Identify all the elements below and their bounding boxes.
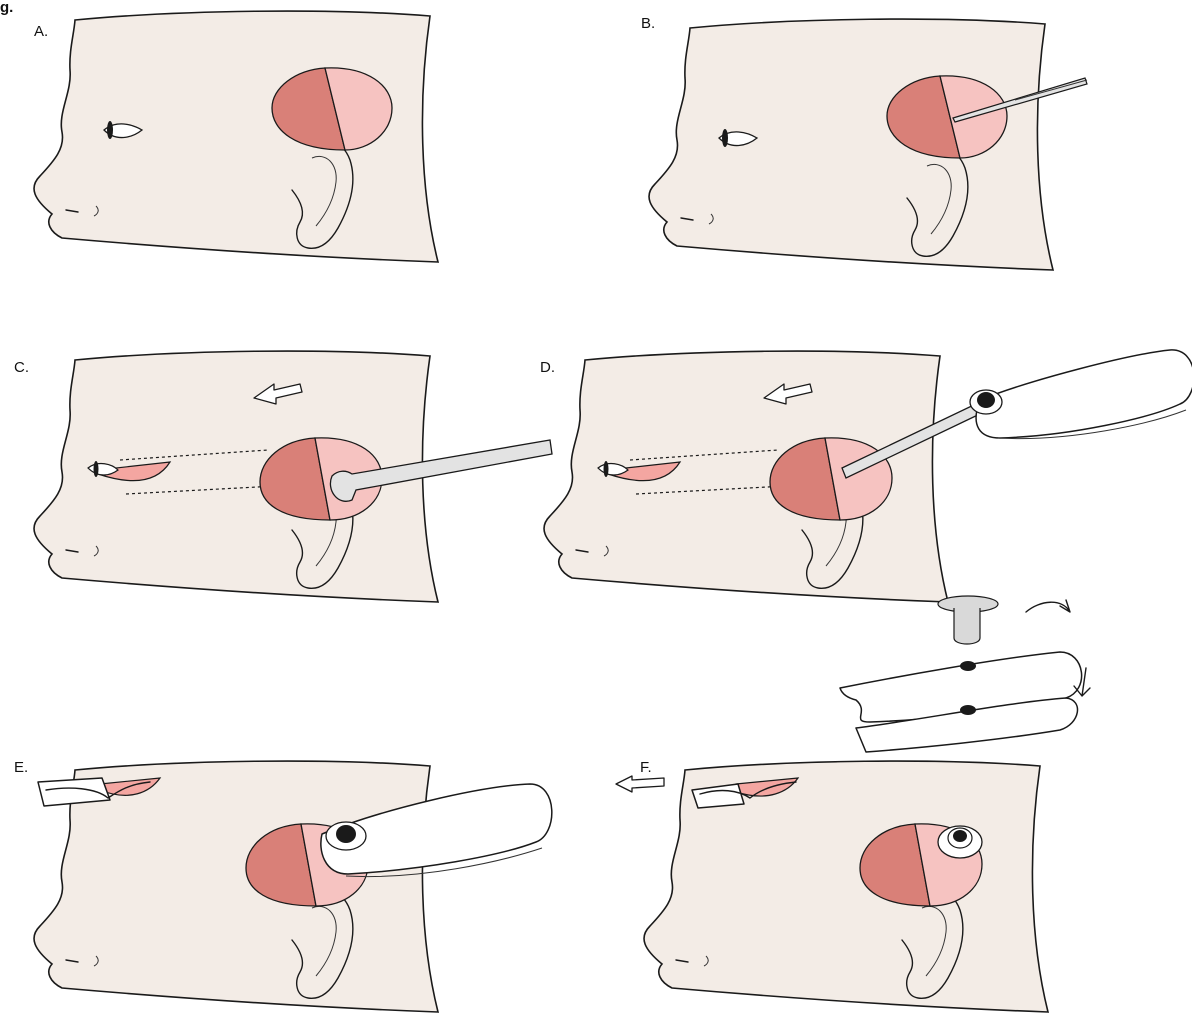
panel-d: D. <box>540 350 1192 602</box>
panel-b: B. <box>641 15 1087 270</box>
temporalis-muscle-icon <box>272 68 392 150</box>
screw-icon <box>938 596 998 644</box>
panel-e: E. <box>14 759 552 1012</box>
direction-arrow-icon <box>616 776 664 792</box>
screw-head-icon <box>938 826 982 858</box>
panel-label-b: B. <box>641 15 655 32</box>
rotate-arrow-icon <box>1026 600 1070 612</box>
temporalis-muscle-icon <box>770 438 892 520</box>
panel-label-c: C. <box>14 359 29 376</box>
plate-assembly-detail <box>840 596 1090 752</box>
panel-f: F. <box>616 759 1048 1012</box>
panel-label-f: F. <box>640 759 652 776</box>
panel-label-a: A. <box>34 23 48 40</box>
panel-label-d: D. <box>540 359 555 376</box>
panel-c: C. <box>14 351 552 602</box>
panel-a: A. <box>34 11 438 262</box>
figure-title: g. <box>0 0 13 16</box>
panel-label-e: E. <box>14 759 28 776</box>
temporalis-muscle-icon <box>887 76 1007 158</box>
